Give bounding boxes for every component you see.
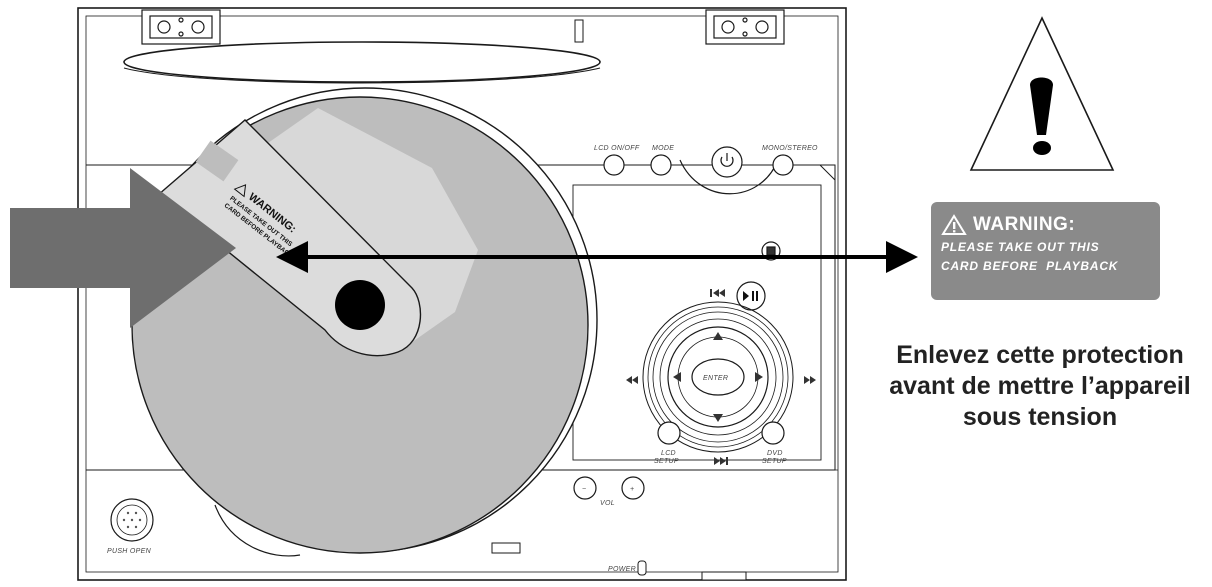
french-line-1: Enlevez cette protection bbox=[896, 341, 1184, 369]
lcd-setup-label: LCD bbox=[661, 450, 676, 457]
protection-card: WARNING: PLEASE TAKE OUT THIS CARD BEFOR… bbox=[156, 119, 422, 357]
warning-label-panel: WARNING: PLEASE TAKE OUT THIS CARD BEFOR… bbox=[931, 202, 1160, 300]
enter-label: ENTER bbox=[703, 375, 728, 382]
caution-triangle-icon bbox=[969, 16, 1115, 171]
right-arrow[interactable] bbox=[755, 372, 763, 382]
lcd-on-off-button[interactable] bbox=[603, 154, 625, 176]
lcd-setup-button[interactable] bbox=[657, 421, 681, 445]
push-open-button[interactable] bbox=[110, 498, 154, 542]
warning-line-1: PLEASE TAKE OUT THIS bbox=[941, 240, 1100, 254]
french-instruction: Enlevez cette protection avant de mettre… bbox=[868, 340, 1212, 433]
dvd-setup-label-2: SETUP bbox=[762, 458, 787, 465]
stop-icon bbox=[766, 246, 776, 256]
french-line-2: avant de mettre l’appareil bbox=[889, 372, 1191, 400]
warning-line-2: CARD BEFORE PLAYBACK bbox=[941, 259, 1119, 273]
up-arrow[interactable] bbox=[713, 332, 723, 340]
lcd-on-off-label: LCD ON/OFF bbox=[594, 145, 640, 152]
top-button-row bbox=[603, 146, 794, 195]
volume-down-button[interactable] bbox=[573, 476, 597, 500]
bottom-slot bbox=[491, 542, 521, 554]
disc-lid bbox=[123, 41, 601, 83]
down-arrow[interactable] bbox=[713, 414, 723, 422]
left-hinge bbox=[141, 9, 221, 45]
power-label: POWER bbox=[608, 566, 636, 573]
previous-icon[interactable] bbox=[710, 289, 725, 297]
mono-stereo-button[interactable] bbox=[772, 154, 794, 176]
rewind-icon[interactable] bbox=[626, 376, 638, 384]
compartment-rim bbox=[214, 504, 301, 557]
lid-edge bbox=[123, 67, 601, 84]
lid-latch bbox=[574, 19, 584, 43]
fast-forward-icon[interactable] bbox=[804, 376, 816, 384]
next-icon[interactable] bbox=[714, 457, 728, 465]
disc-spindle bbox=[335, 280, 385, 330]
power-icon bbox=[720, 153, 734, 167]
dvd-setup-label: DVD bbox=[767, 450, 783, 457]
french-line-3: sous tension bbox=[962, 403, 1118, 431]
play-pause-button[interactable] bbox=[736, 281, 766, 311]
volume-up-symbol: + bbox=[630, 486, 634, 493]
mono-stereo-label: MONO/STEREO bbox=[762, 145, 818, 152]
volume-down-symbol: − bbox=[582, 486, 586, 493]
bottom-tab bbox=[701, 571, 747, 581]
left-arrow[interactable] bbox=[673, 372, 681, 382]
volume-label: VOL bbox=[600, 500, 615, 507]
push-open-label: PUSH OPEN bbox=[107, 548, 152, 555]
power-standby-button[interactable] bbox=[711, 146, 743, 178]
connector-arrow bbox=[276, 241, 918, 273]
play-pause-icon bbox=[743, 291, 758, 301]
dvd-setup-button[interactable] bbox=[761, 421, 785, 445]
enter-button[interactable]: ENTER bbox=[691, 358, 745, 396]
warning-triangle-icon bbox=[941, 214, 967, 235]
insertion-arrow bbox=[10, 168, 236, 328]
warning-title: WARNING: bbox=[973, 214, 1076, 235]
power-switch[interactable] bbox=[637, 560, 647, 576]
mode-button[interactable] bbox=[650, 154, 672, 176]
volume-up-button[interactable] bbox=[621, 476, 645, 500]
lcd-setup-label-2: SETUP bbox=[654, 458, 679, 465]
mode-label: MODE bbox=[652, 145, 674, 152]
right-hinge bbox=[705, 9, 785, 45]
